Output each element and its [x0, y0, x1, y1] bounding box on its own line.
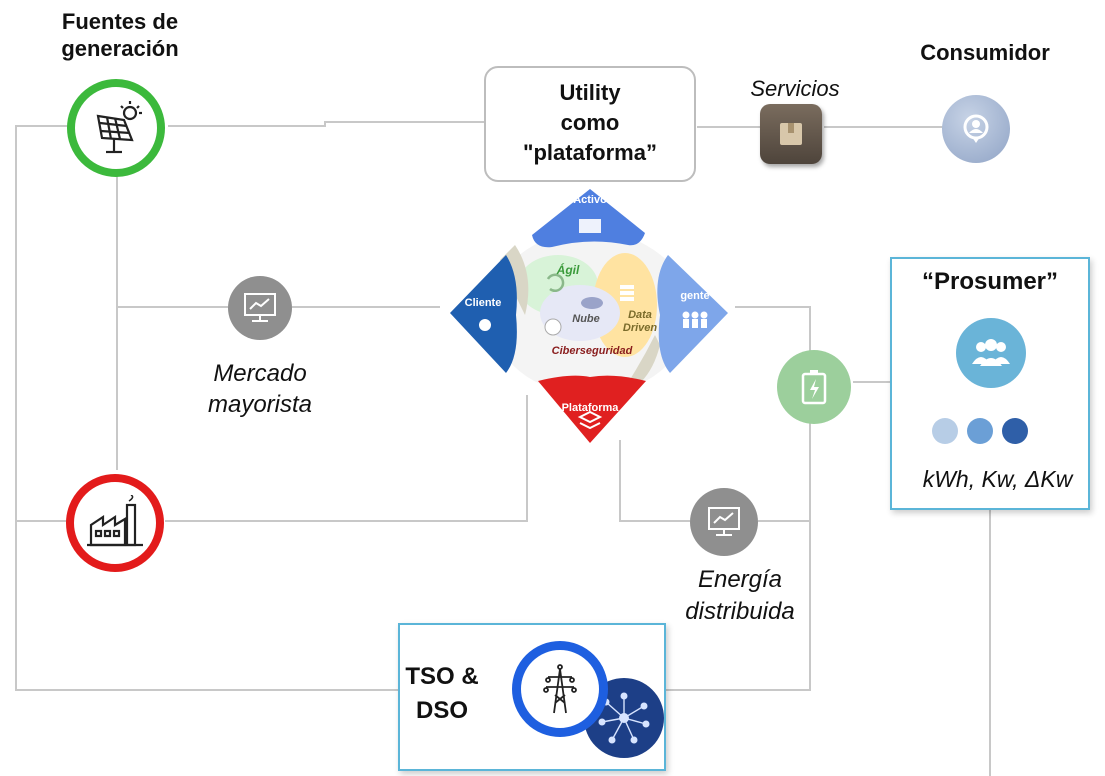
consumer-title: Consumidor	[920, 40, 1050, 65]
shield-icon	[544, 318, 562, 336]
database-icon	[620, 285, 634, 301]
battery-icon	[801, 370, 827, 405]
platform-diamond	[450, 189, 728, 443]
platform-right-label: gente	[680, 290, 710, 302]
platform-left-petal	[450, 255, 517, 373]
prosumer-node	[956, 318, 1026, 388]
services-label: Servicios	[750, 76, 840, 101]
prosumer-devices	[932, 418, 1032, 446]
factory-icon	[87, 495, 143, 547]
tso-line1: TSO &	[405, 663, 479, 690]
user-pin-icon	[963, 114, 989, 143]
platform-left-label: Cliente	[464, 297, 502, 309]
wholesale-line1: Mercado	[213, 360, 307, 387]
distributed-node	[690, 488, 758, 556]
distributed-line1: Energía	[697, 566, 783, 593]
data-driven-label: Data Driven	[612, 309, 668, 335]
utility-line2: como	[560, 110, 620, 135]
data-line1: Data	[628, 309, 652, 321]
services-node	[760, 104, 822, 164]
utility-box	[484, 66, 696, 182]
tso-line2: DSO	[415, 697, 468, 724]
home-storage-icon	[967, 418, 993, 444]
consumer-node	[942, 95, 1010, 163]
prosumer-units: kWh, Kw, ΔKw	[922, 466, 1073, 492]
wholesale-line2: mayorista	[207, 391, 313, 418]
platform-bottom-label: Plataforma	[561, 402, 619, 414]
layers-icon	[577, 410, 603, 430]
wholesale-label: Mercado mayorista	[180, 358, 340, 420]
utility-label: Utility como "plataforma”	[484, 78, 696, 168]
asset-icon	[579, 219, 601, 233]
data-line2: Driven	[622, 322, 658, 334]
agile-label: Ágil	[556, 263, 580, 277]
generation-node	[67, 79, 165, 177]
solar-panel-icon	[96, 101, 142, 154]
client-icon	[479, 319, 491, 331]
wholesale-node	[228, 276, 292, 340]
cloud-label: Nube	[572, 313, 600, 325]
ev-charger-icon	[1002, 418, 1028, 444]
security-label: Ciberseguridad	[551, 345, 633, 357]
monitor-chart-icon	[708, 507, 740, 536]
monitor-chart-icon	[244, 293, 276, 322]
generation-title: Fuentes de generación	[20, 8, 220, 62]
distributed-line2: distribuida	[685, 598, 795, 625]
platform-bottom-petal	[538, 375, 646, 443]
platform-top-label: Activo	[573, 194, 607, 206]
generation-title-line2: generación	[61, 36, 179, 61]
cloud-icon	[581, 297, 603, 309]
tso-node	[512, 641, 608, 737]
package-icon	[780, 123, 802, 145]
refresh-icon	[546, 273, 565, 292]
factory-node	[66, 474, 164, 572]
utility-line3: "plataforma”	[523, 140, 657, 165]
tso-label: TSO & DSO	[402, 660, 482, 728]
utility-line1: Utility	[559, 80, 621, 105]
prosumer-title: “Prosumer”	[921, 268, 1059, 295]
smart-meter-icon	[932, 418, 958, 444]
generation-title-line1: Fuentes de	[61, 9, 179, 34]
distributed-label: Energía distribuida	[660, 564, 820, 628]
people-icon	[682, 311, 708, 328]
users-group-icon	[972, 339, 1010, 366]
battery-node	[777, 350, 851, 424]
transmission-tower-icon	[543, 664, 577, 714]
platform-top-petal	[532, 189, 645, 248]
